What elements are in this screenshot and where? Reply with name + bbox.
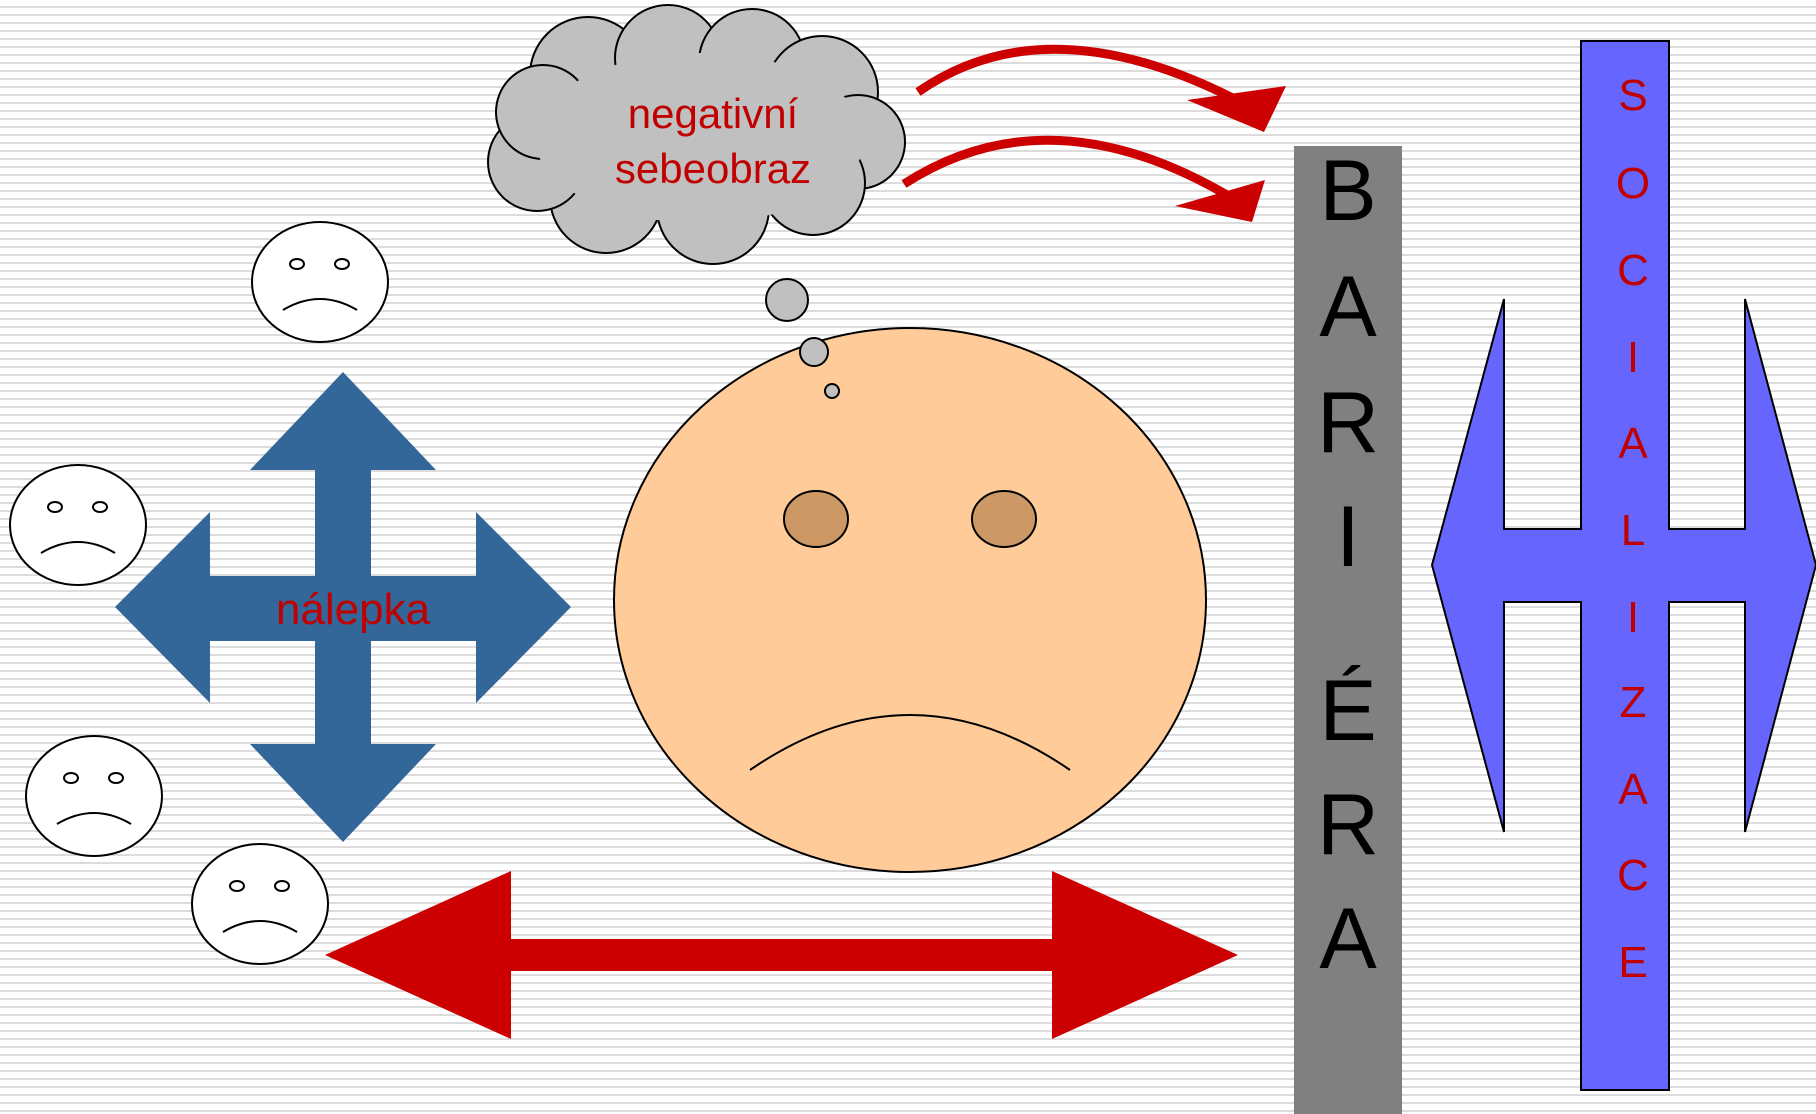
barrier-letter: R <box>1317 375 1379 471</box>
small-sad-face-left <box>9 464 147 586</box>
barrier-letter: B <box>1319 143 1376 239</box>
cross-arrow-label: nálepka <box>276 585 431 634</box>
barrier-letter: É <box>1319 663 1376 759</box>
socialization-letter: O <box>1616 159 1650 208</box>
socialization-letter: C <box>1617 851 1649 900</box>
socialization-letters: S O C I A L I Z A C E <box>1616 71 1650 987</box>
socialization-letter: E <box>1618 938 1647 987</box>
barrier-letter: R <box>1317 777 1379 873</box>
thought-cloud <box>487 4 906 265</box>
cloud-text-line2: sebeobraz <box>615 145 811 192</box>
small-sad-face-lower-left <box>25 735 163 857</box>
four-way-arrow <box>115 372 571 842</box>
barrier-letter: I <box>1336 489 1360 585</box>
double-headed-arrow <box>325 871 1238 1039</box>
curved-arrow-upper <box>915 44 1286 132</box>
socialization-letter: C <box>1617 246 1649 295</box>
socialization-letter: A <box>1618 765 1648 814</box>
barrier-letter: A <box>1319 259 1377 355</box>
big-face-left-eye <box>783 490 849 548</box>
socialization-shape <box>1430 40 1816 1091</box>
socialization-letter: Z <box>1620 678 1647 727</box>
socialization-letter: I <box>1627 593 1639 642</box>
barrier-letter: A <box>1319 891 1377 987</box>
curved-arrow-lower <box>901 135 1265 222</box>
thought-bubble-large <box>765 278 809 322</box>
socialization-letter: S <box>1618 71 1647 120</box>
big-sad-face <box>613 327 1207 873</box>
barrier-letters: B A R I É R A <box>1317 143 1379 987</box>
socialization-letter: L <box>1621 506 1645 555</box>
small-sad-face-bottom <box>191 843 329 965</box>
socialization-letter: I <box>1627 333 1639 382</box>
small-sad-face-top <box>251 221 389 343</box>
socialization-letter: A <box>1618 419 1648 468</box>
thought-bubble-small <box>824 383 840 399</box>
thought-bubble-medium <box>799 337 829 367</box>
cloud-text-line1: negativní <box>628 90 799 137</box>
barrier-bar <box>1294 146 1402 1114</box>
big-face-frown <box>749 714 1071 771</box>
big-face-right-eye <box>971 490 1037 548</box>
